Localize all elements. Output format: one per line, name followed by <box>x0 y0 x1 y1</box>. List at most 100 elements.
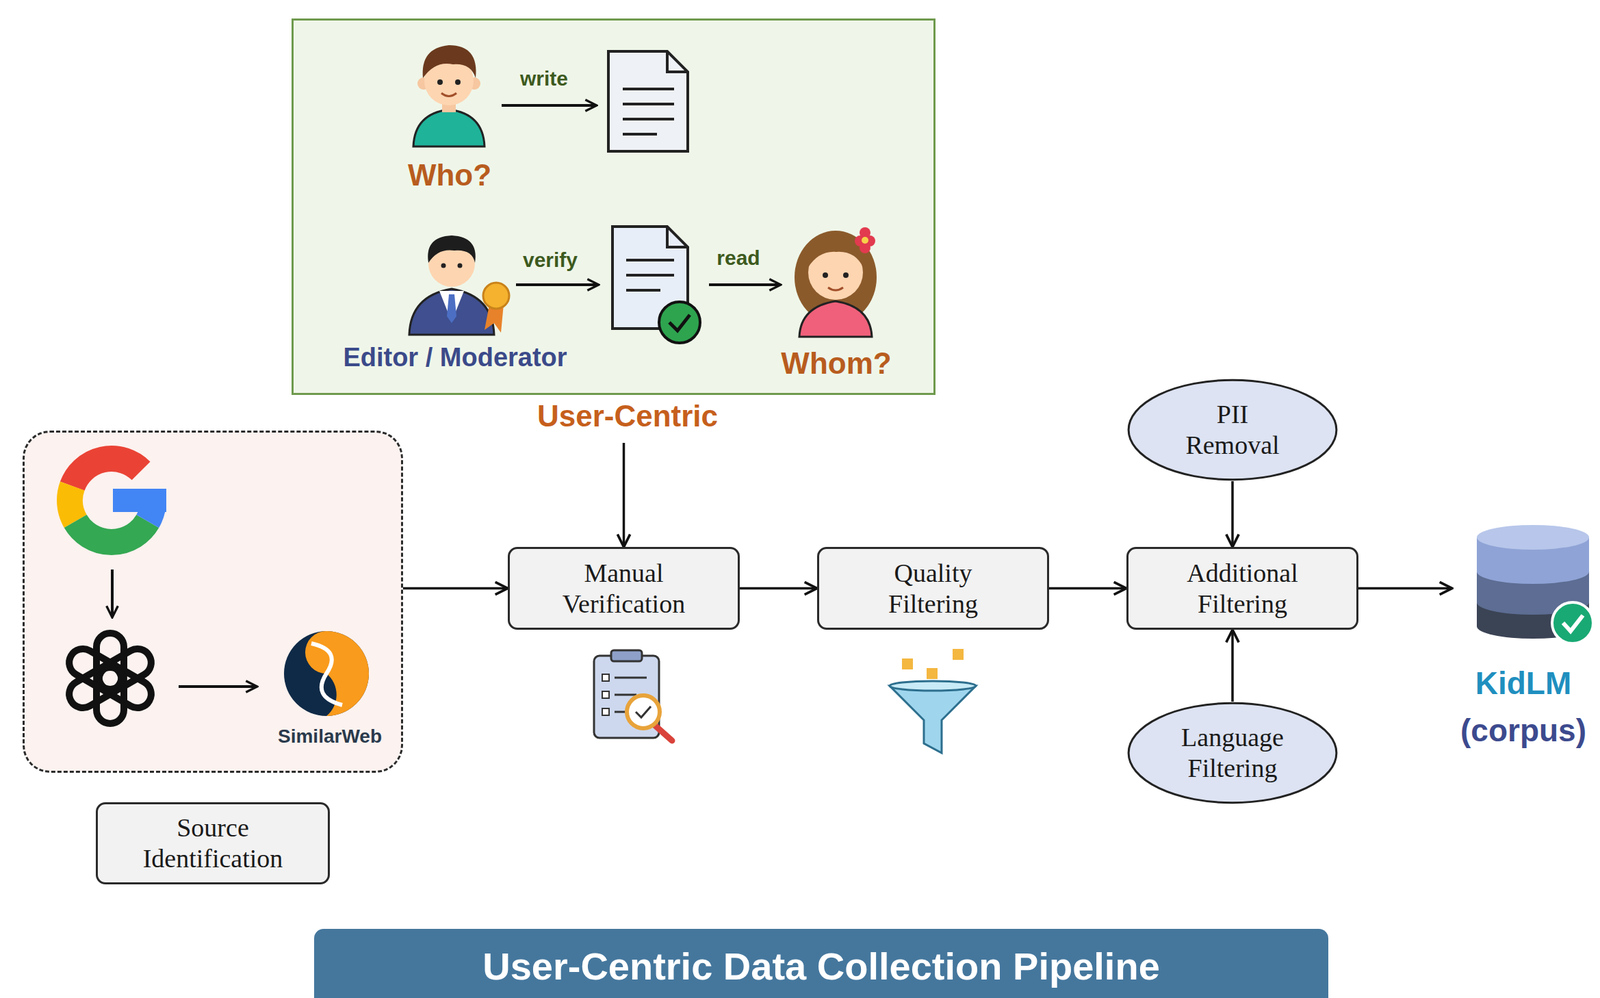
verify-arrow <box>515 283 599 287</box>
arrow-label: verify <box>522 248 578 272</box>
verified-document-icon <box>669 314 690 331</box>
flow-arrow <box>403 587 508 590</box>
editor-figure <box>409 288 495 335</box>
source-arrow <box>110 569 114 618</box>
writer-figure <box>413 109 485 147</box>
google-logo <box>112 488 167 512</box>
reader-figure <box>859 227 871 239</box>
google-logo <box>72 458 141 486</box>
database-icon <box>1476 524 1594 644</box>
similarweb-logo <box>311 643 343 705</box>
editor-figure <box>483 282 510 309</box>
google-logo <box>75 521 148 543</box>
verification-icon <box>635 706 651 718</box>
filter-icon <box>889 680 976 691</box>
arrow-label: write <box>520 67 569 91</box>
step-box: Source Identification <box>95 802 330 885</box>
read-arrow <box>708 283 781 287</box>
source-ground <box>23 431 402 772</box>
corpus-node: KidLM(corpus) <box>1452 520 1595 759</box>
source-arrow <box>178 685 258 688</box>
reader-figure <box>794 227 877 337</box>
verified-document-icon <box>667 226 688 248</box>
reader-figure <box>828 287 844 291</box>
verification-icon <box>594 655 660 738</box>
role-label: Editor / Moderator <box>342 342 567 373</box>
verification-icon <box>602 674 610 716</box>
panel-heading: User-Centric <box>537 398 718 434</box>
ellipse-shape <box>1128 379 1337 480</box>
flow-arrow <box>1358 587 1453 590</box>
flow-arrow <box>1231 481 1234 547</box>
verified-document-icon <box>659 301 701 343</box>
document-icon <box>622 88 675 135</box>
document-icon <box>667 51 688 72</box>
input-ellipse: Language Filtering <box>1126 701 1339 805</box>
google-logo <box>69 458 167 543</box>
filter-icon <box>889 648 976 753</box>
filter-icon <box>952 648 964 660</box>
process-box: Manual Verification <box>507 546 740 630</box>
verification-icon <box>653 724 673 741</box>
reader-figure <box>822 272 829 278</box>
logo-caption: SimilarWeb <box>277 725 382 748</box>
editor-figure <box>441 263 447 269</box>
openai-logo <box>64 643 127 696</box>
arrow-label: read <box>716 246 760 270</box>
reader-figure <box>859 242 871 254</box>
editor-figure <box>427 235 476 263</box>
node-label: PII Removal <box>1174 398 1291 461</box>
role-label: Who? <box>407 158 492 193</box>
editor-figure <box>446 294 457 324</box>
title-banner: User-Centric Data Collection Pipeline <box>314 928 1329 998</box>
node-label: Manual Verification <box>538 557 710 620</box>
filter-icon <box>926 667 938 679</box>
verification-icon <box>611 650 642 662</box>
flow-arrow <box>622 442 626 547</box>
user-centric-panel: Who? Editor / Moderator Whom? User-Centric <box>291 18 936 443</box>
database-icon <box>1552 602 1594 644</box>
node-label: Language Filtering <box>1174 721 1291 784</box>
database-icon <box>1476 524 1590 550</box>
ellipse-outline <box>1126 701 1339 805</box>
editor-figure <box>457 263 463 269</box>
write-arrow <box>501 104 597 107</box>
google-logo <box>69 485 76 521</box>
writer-figure <box>455 79 461 85</box>
verification-icon <box>626 695 660 729</box>
verification-icon <box>594 650 673 741</box>
node-label: Quality Filtering <box>847 557 1019 620</box>
reader-figure <box>843 272 849 278</box>
flow-arrow <box>1049 587 1127 590</box>
panel-ground <box>292 19 935 394</box>
similarweb-logo <box>284 630 369 716</box>
filter-icon <box>889 685 976 753</box>
writer-figure <box>437 79 443 85</box>
ellipse-outline <box>1126 378 1339 482</box>
title-text: User-Centric Data Collection Pipeline <box>314 928 1329 989</box>
process-box: Additional Filtering <box>1126 546 1359 630</box>
reader-figure <box>861 236 869 244</box>
reader-figure <box>799 301 872 337</box>
input-ellipse: PII Removal <box>1126 378 1339 482</box>
editor-figure <box>409 235 510 335</box>
verified-document-icon <box>626 260 675 291</box>
writer-figure <box>422 45 477 79</box>
openai-logo <box>64 633 157 724</box>
verified-document-icon <box>612 226 701 343</box>
flow-arrow <box>1231 629 1234 702</box>
database-icon <box>1563 615 1583 631</box>
filter-icon <box>901 658 913 670</box>
document-icon <box>608 51 688 152</box>
writer-figure <box>441 93 457 97</box>
corpus-label: (corpus) <box>1460 706 1587 755</box>
panel-frame <box>291 18 936 395</box>
corpus-label: KidLM <box>1475 659 1572 707</box>
source-group: SimilarWeb <box>22 430 404 773</box>
ellipse-shape <box>1128 702 1337 803</box>
node-label: Source Identification <box>127 812 299 874</box>
process-box: Quality Filtering <box>817 546 1050 630</box>
role-label: Whom? <box>780 346 892 381</box>
flow-arrow <box>739 587 818 590</box>
